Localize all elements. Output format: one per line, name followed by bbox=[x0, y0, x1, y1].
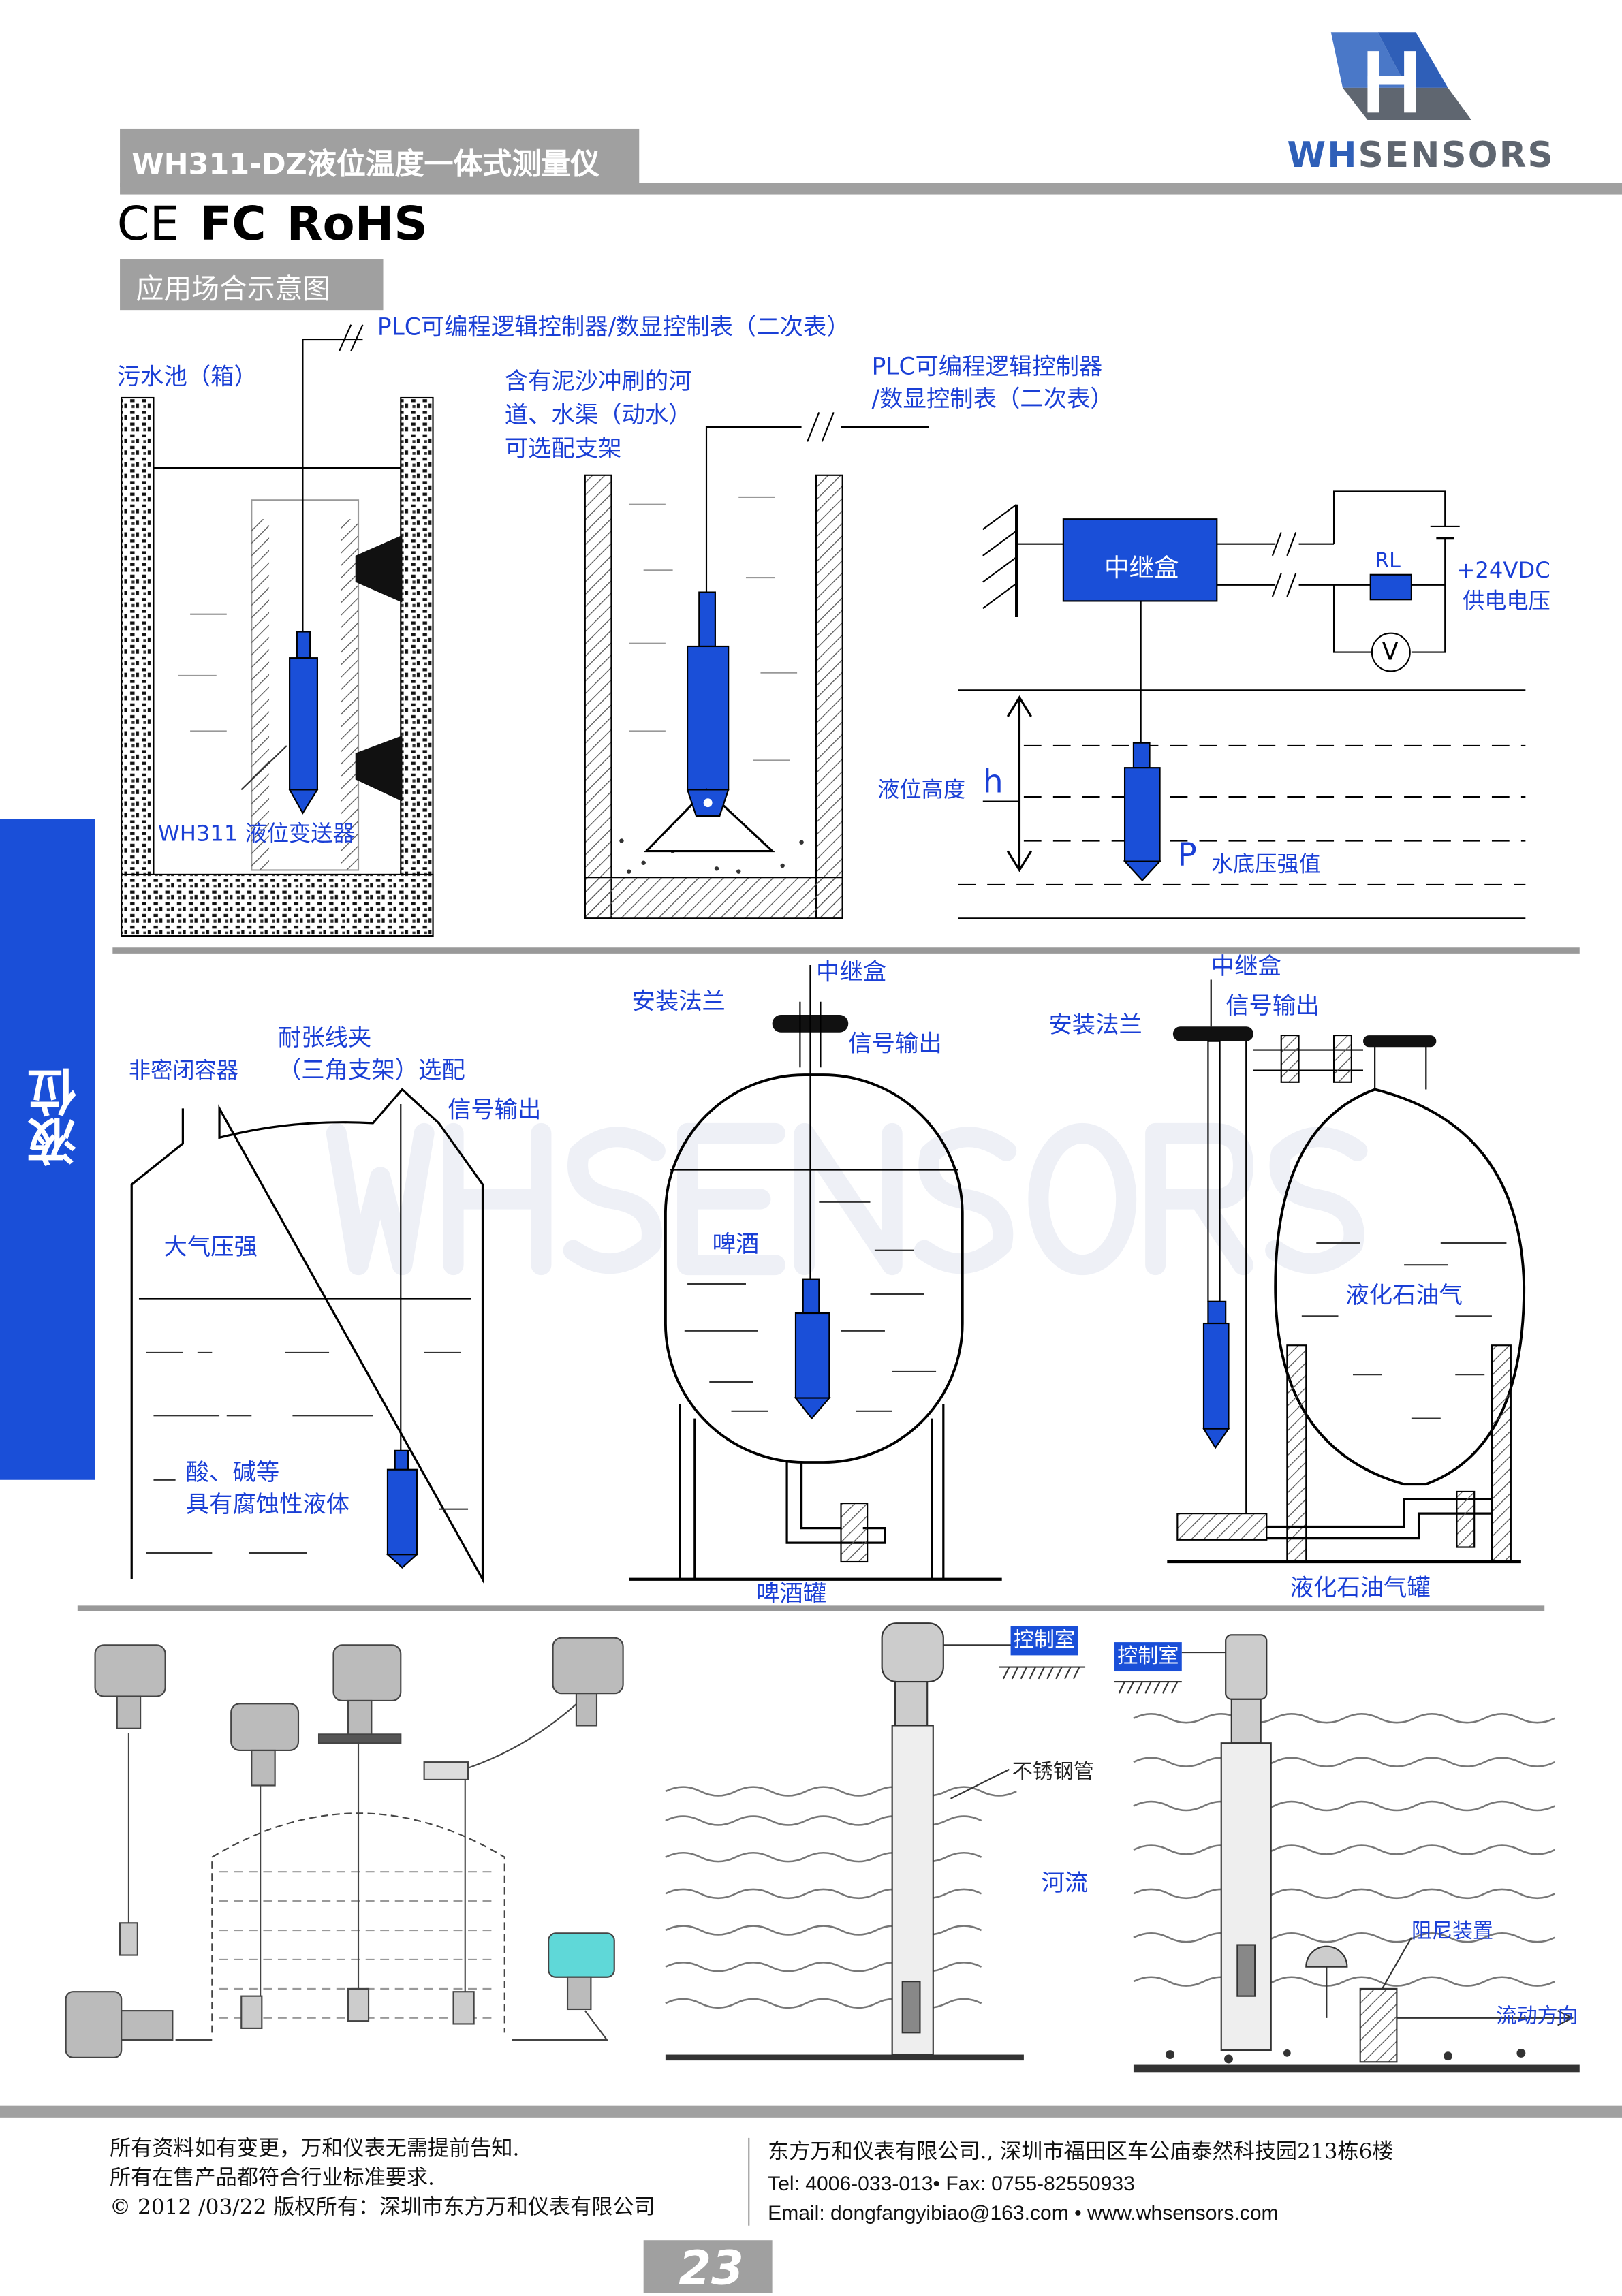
level-height-label: 液位高度 bbox=[877, 776, 966, 803]
logo-mark-icon bbox=[1330, 32, 1471, 121]
transmitter-heads bbox=[65, 1637, 624, 2058]
ce-mark: CE bbox=[116, 195, 180, 252]
footer-disclaimer-2: 所有在售产品都符合行业标准要求. bbox=[110, 2167, 435, 2191]
pipe-installation bbox=[881, 1622, 1574, 2063]
supply-voltage-label: 供电电压 bbox=[1463, 588, 1550, 614]
header-rule bbox=[120, 183, 1622, 195]
footer-address: 东方万和仪表有限公司., 深圳市福田区车公庙泰然科技园213栋6楼 bbox=[768, 2141, 1394, 2165]
footer-rule bbox=[0, 2105, 1622, 2118]
tension-clamp-label: 耐张线夹 bbox=[277, 1023, 372, 1052]
bottom-pressure-label: 水底压强值 bbox=[1211, 851, 1321, 878]
signal-output-label-1: 信号输出 bbox=[447, 1095, 542, 1123]
corrosive-label-2: 具有腐蚀性液体 bbox=[185, 1490, 350, 1518]
riverbed bbox=[665, 2048, 1580, 2073]
control-room-label-1: 控制室 bbox=[1010, 1626, 1078, 1656]
relay-box-label-2: 中继盒 bbox=[816, 958, 887, 986]
product-title-text: WH311-DZ液位温度一体式测量仪 bbox=[131, 146, 600, 182]
lpg-label: 液化石油气 bbox=[1345, 1280, 1463, 1309]
section-title-text: 应用场合示意图 bbox=[136, 273, 331, 306]
fcc-mark: FC bbox=[200, 195, 266, 252]
side-tab-level: 液位 bbox=[0, 819, 95, 1480]
tripod-optional-label: （三角支架）选配 bbox=[277, 1056, 465, 1084]
plc2-label-2: /数显控制表（二次表） bbox=[871, 384, 1114, 413]
measurement-principle-diagram bbox=[958, 490, 1526, 919]
product-title: WH311-DZ液位温度一体式测量仪 bbox=[120, 128, 640, 187]
sewage-tank-diagram bbox=[121, 324, 434, 937]
open-container-diagram bbox=[130, 1088, 484, 1584]
plc2-label-1: PLC可编程逻辑控制器 bbox=[871, 352, 1103, 381]
footer-copyright: © 2012 /03/22 版权所有：深圳市东方万和仪表有限公司 bbox=[110, 2196, 655, 2220]
h-symbol: h bbox=[982, 764, 1003, 802]
section-title: 应用场合示意图 bbox=[120, 259, 384, 311]
p-symbol: P bbox=[1177, 838, 1197, 875]
sensor-model-label: WH311 液位变送器 bbox=[157, 820, 355, 847]
lpg-tank-diagram bbox=[1167, 979, 1526, 1564]
logo-wh: WH bbox=[1287, 134, 1358, 176]
river-channel-diagram bbox=[584, 412, 929, 919]
relay-box-label-3: 中继盒 bbox=[1211, 952, 1281, 980]
footer-phone: Tel: 4006-033-013• Fax: 0755-82550933 bbox=[768, 2171, 1135, 2195]
beer-label: 啤酒 bbox=[712, 1229, 760, 1258]
rohs-mark: RoHS bbox=[286, 195, 428, 252]
sewage-tank-label: 污水池（箱） bbox=[116, 362, 258, 391]
signal-output-label-2: 信号输出 bbox=[848, 1029, 942, 1058]
footer-email-web[interactable]: Email: dongfangyibiao@163.com • www.whse… bbox=[768, 2201, 1279, 2224]
damper-label: 阻尼装置 bbox=[1411, 1920, 1494, 1944]
control-room-label-2: 控制室 bbox=[1114, 1642, 1182, 1672]
load-resistor-label: RL bbox=[1375, 550, 1401, 573]
river-illustration bbox=[665, 1712, 1555, 2009]
supply-voltage-value: +24VDC bbox=[1456, 557, 1550, 584]
flange-label-1: 安装法兰 bbox=[631, 987, 726, 1016]
beer-tank-diagram bbox=[629, 965, 1002, 1581]
voltmeter-label: V bbox=[1382, 638, 1399, 665]
river-label: 河流 bbox=[1041, 1868, 1089, 1897]
page-number-text: 23 bbox=[679, 2240, 744, 2296]
relay-box-label: 中继盒 bbox=[1104, 554, 1179, 584]
footer-disclaimer-1: 所有资料如有变更，万和仪表无需提前告知. bbox=[110, 2137, 520, 2162]
stainless-pipe-label: 不锈钢管 bbox=[1012, 1760, 1094, 1784]
ground-hatch bbox=[999, 1666, 1182, 1694]
atmospheric-pressure-label: 大气压强 bbox=[163, 1232, 258, 1261]
corrosive-label-1: 酸、碱等 bbox=[185, 1458, 280, 1486]
unsealed-container-label: 非密闭容器 bbox=[128, 1057, 238, 1084]
plc-controller-label: PLC可编程逻辑控制器/数显控制表（二次表） bbox=[377, 313, 850, 341]
flow-direction-label: 流动方向 bbox=[1496, 2004, 1578, 2028]
logo-sensors: SENSORS bbox=[1358, 134, 1555, 176]
beer-tank-label: 啤酒罐 bbox=[755, 1579, 827, 1607]
flange-label-2: 安装法兰 bbox=[1048, 1010, 1142, 1039]
signal-output-label-3: 信号输出 bbox=[1226, 991, 1320, 1020]
page-number: 23 bbox=[643, 2240, 773, 2296]
lpg-tank-label: 液化石油气罐 bbox=[1290, 1573, 1431, 1601]
river-label-3: 可选配支架 bbox=[504, 434, 622, 462]
river-label-1: 含有泥沙冲刷的河 bbox=[504, 366, 692, 395]
river-label-2: 道、水渠（动水） bbox=[504, 400, 692, 429]
certification-marks: CE FC RoHS bbox=[117, 196, 428, 252]
